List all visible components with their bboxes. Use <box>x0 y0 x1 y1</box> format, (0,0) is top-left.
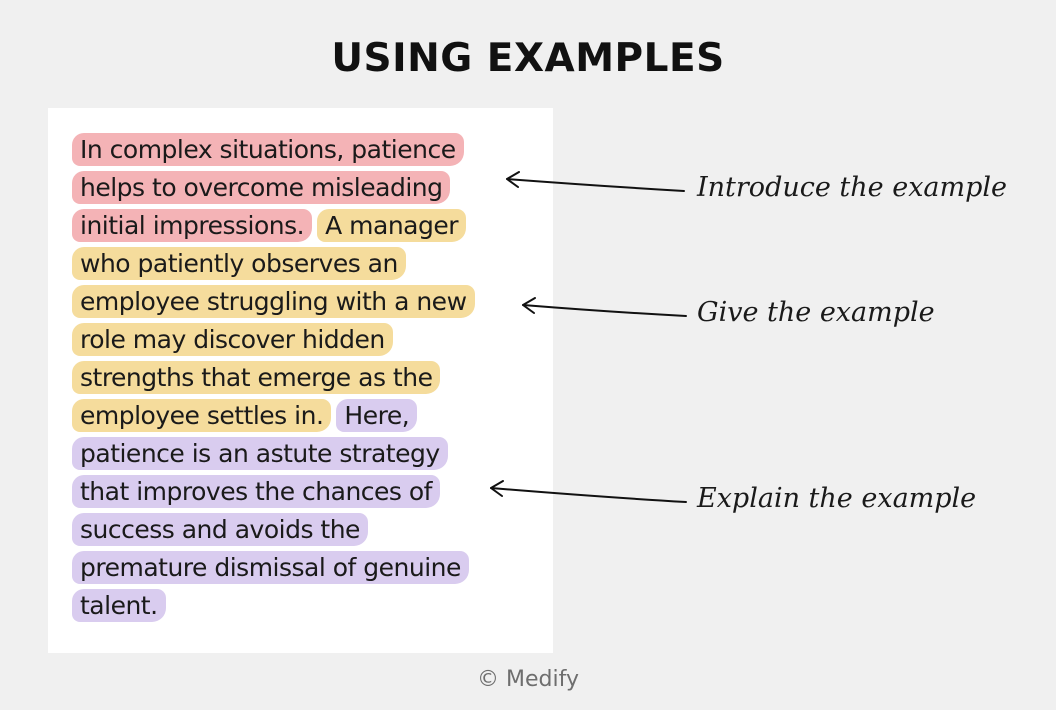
highlight-give: A manager <box>317 209 467 242</box>
highlight-give: employee settles in. <box>72 399 332 432</box>
highlight-explain: Here, <box>336 399 418 432</box>
paragraph-line: success and avoids the <box>72 513 540 551</box>
annotation-introduce: Introduce the example <box>697 172 1008 203</box>
highlight-give: who patiently observes an <box>72 247 406 280</box>
paragraph-line: patience is an astute strategy <box>72 437 540 475</box>
highlight-introduce: In complex situations, patience <box>72 133 464 166</box>
paragraph-line: role may discover hidden <box>72 323 540 361</box>
highlight-explain: talent. <box>72 589 166 622</box>
paragraph-line: helps to overcome misleading <box>72 171 540 209</box>
paragraph-line: initial impressions.A manager <box>72 209 540 247</box>
highlight-explain: premature dismissal of genuine <box>72 551 469 584</box>
highlight-explain: patience is an astute strategy <box>72 437 448 470</box>
paragraph-line: premature dismissal of genuine <box>72 551 540 589</box>
paragraph-line: strengths that emerge as the <box>72 361 540 399</box>
highlight-give: role may discover hidden <box>72 323 393 356</box>
highlight-give: strengths that emerge as the <box>72 361 441 394</box>
highlight-introduce: helps to overcome misleading <box>72 171 451 204</box>
example-paragraph: In complex situations, patience helps to … <box>72 133 540 627</box>
paragraph-line: talent. <box>72 589 540 627</box>
paragraph-line: employee settles in.Here, <box>72 399 540 437</box>
copyright-notice: © Medify <box>477 667 579 692</box>
highlight-explain: that improves the chances of <box>72 475 440 508</box>
highlight-explain: success and avoids the <box>72 513 368 546</box>
paragraph-line: In complex situations, patience <box>72 133 540 171</box>
page-title: USING EXAMPLES <box>331 36 725 81</box>
paragraph-line: that improves the chances of <box>72 475 540 513</box>
paragraph-line: who patiently observes an <box>72 247 540 285</box>
highlight-introduce: initial impressions. <box>72 209 313 242</box>
paragraph-line: employee struggling with a new <box>72 285 540 323</box>
annotation-give: Give the example <box>697 297 935 328</box>
annotation-explain: Explain the example <box>697 483 977 514</box>
highlight-give: employee struggling with a new <box>72 285 475 318</box>
